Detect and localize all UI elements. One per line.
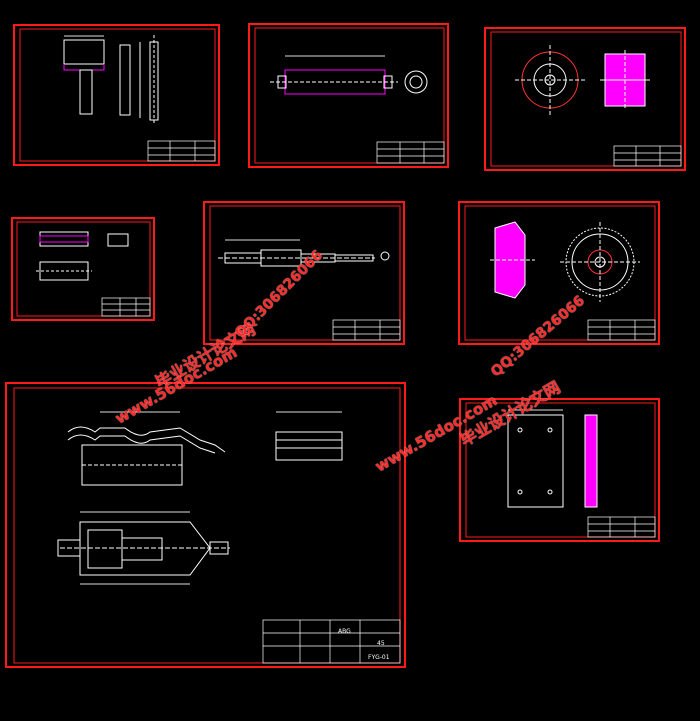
- sheet-7-code: FYG-01: [368, 654, 390, 661]
- title-block-3: [613, 145, 682, 167]
- part-view-plate: [507, 409, 598, 508]
- drawing-sheet-6[interactable]: [458, 201, 660, 345]
- part-view-disc: [515, 45, 650, 115]
- part-view-frame-top: [57, 511, 230, 585]
- part-view-frame-front: [67, 411, 343, 486]
- drawing-sheet-1[interactable]: [13, 24, 220, 166]
- drawing-sheet-4[interactable]: [11, 217, 155, 321]
- title-block-7: [262, 619, 401, 664]
- part-view-roller: [270, 55, 428, 95]
- title-block-6: [587, 319, 656, 341]
- drawing-sheet-7-main[interactable]: ABG 45 FYG-01: [5, 382, 406, 668]
- title-block-4: [101, 297, 151, 317]
- drawing-sheet-5[interactable]: [203, 201, 405, 345]
- part-view-shaft: [218, 239, 390, 267]
- part-view-block: [36, 231, 129, 281]
- part-view-bevel-gear: [490, 221, 640, 302]
- sheet-7-mark: ABG: [338, 628, 351, 635]
- title-block-2: [376, 141, 445, 164]
- sheet-7-number: 45: [377, 640, 385, 647]
- drawing-sheet-2[interactable]: [248, 23, 449, 168]
- title-block-5: [332, 319, 401, 341]
- drawing-sheet-8[interactable]: [459, 398, 660, 542]
- part-view-bracket: [63, 35, 159, 125]
- title-block-8: [587, 516, 656, 538]
- title-block-1: [147, 140, 216, 162]
- drawing-sheet-3[interactable]: [484, 27, 686, 171]
